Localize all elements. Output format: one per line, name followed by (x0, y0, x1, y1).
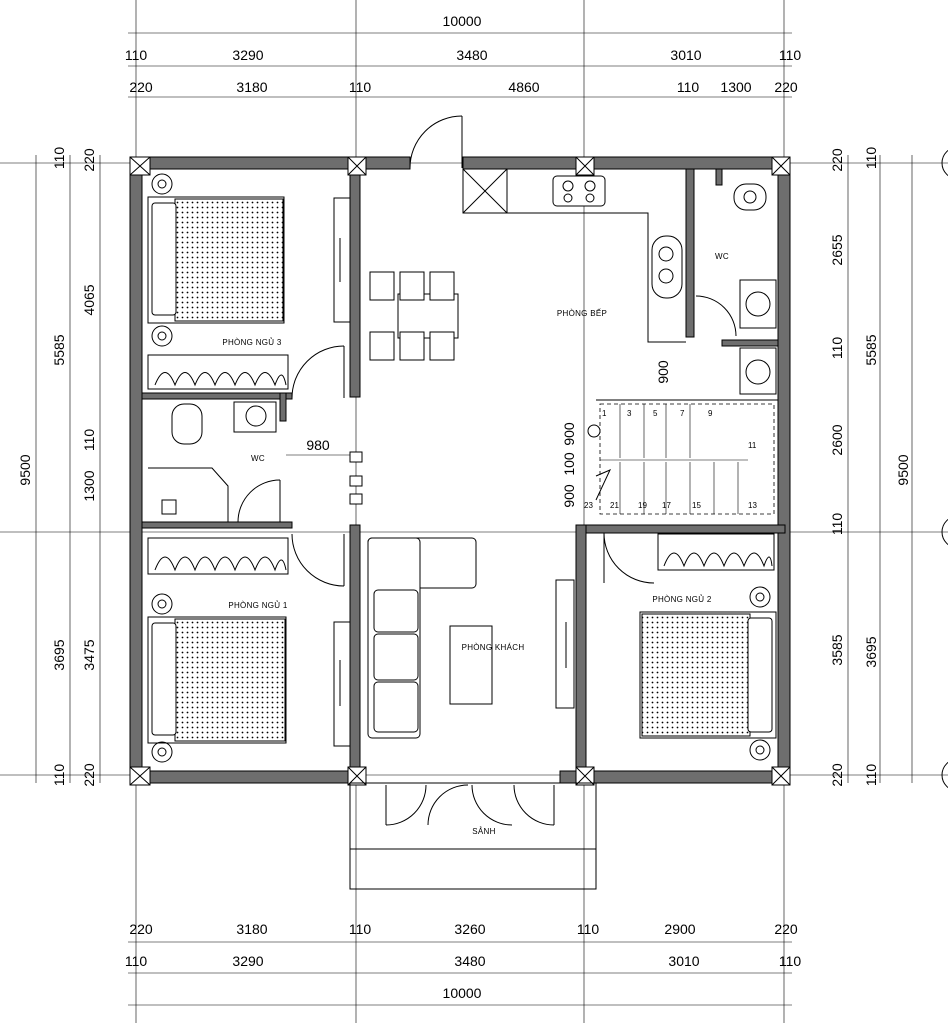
room-label-lobby: SẢNH (472, 827, 495, 836)
dim-right-inner-4: 2600 (829, 424, 845, 455)
dim-bot-r1-3: 3260 (454, 921, 485, 937)
stair-step-15: 15 (692, 501, 701, 510)
interior-dims: 980 900 900 100 900 (286, 360, 671, 508)
wc-right: WC (715, 183, 777, 395)
stair-step-11: 11 (748, 441, 757, 450)
stair-step-17: 17 (662, 501, 671, 510)
dim-right-inner-3: 110 (829, 337, 845, 360)
dim-bot-r1-2: 110 (349, 921, 372, 937)
room-label-bedroom-2: PHÒNG NGỦ 2 (652, 595, 712, 604)
dim-bot-overall: 10000 (443, 985, 482, 1001)
kitchen: PHÒNG BẾP (462, 168, 686, 343)
bedroom-3: PHÒNG NGỦ 3 (147, 173, 351, 390)
dim-top-r2-6: 220 (774, 79, 798, 95)
dim-bot-r1-4: 110 (577, 921, 600, 937)
dim-right-inner-0: 110 (863, 147, 879, 170)
right-dimensions: 110 220 2655 110 2600 110 3585 220 110 5… (829, 147, 913, 787)
stair-step-19: 19 (638, 501, 647, 510)
walls (129, 156, 791, 784)
dim-top-r2-5: 1300 (720, 79, 751, 95)
wc-left: WC (148, 401, 277, 522)
dim-interior-980: 980 (306, 437, 330, 453)
axis-markers (941, 149, 948, 789)
stair-step-7: 7 (680, 409, 685, 418)
dim-right-outer-1: 3695 (863, 636, 879, 667)
dim-bot-r1-6: 220 (774, 921, 798, 937)
room-label-bedroom-3: PHÒNG NGỦ 3 (222, 338, 282, 347)
dim-top-r2-0: 220 (129, 79, 153, 95)
dim-bot-r2-2: 3480 (454, 953, 485, 969)
stair-step-9: 9 (708, 409, 713, 418)
room-label-bedroom-1: PHÒNG NGỦ 1 (228, 601, 288, 610)
bottom-dimensions: 220 3180 110 3260 110 2900 220 110 3290 … (125, 921, 802, 1006)
dim-top-overall: 10000 (443, 13, 482, 29)
dim-bot-r2-1: 3290 (232, 953, 263, 969)
dim-interior-900a: 900 (655, 360, 671, 384)
dim-left-inner-1: 220 (81, 148, 97, 172)
dim-right-inner-5: 110 (829, 513, 845, 536)
dining-table (369, 271, 459, 361)
stair-step-23: 23 (584, 501, 593, 510)
room-label-wc-left: WC (251, 454, 265, 463)
dim-right-inner-7: 220 (829, 763, 845, 787)
dim-right-inner-1: 220 (829, 148, 845, 172)
bedroom-1: PHÒNG NGỦ 1 (147, 537, 351, 763)
stair-step-21: 21 (610, 501, 619, 510)
stair-step-13: 13 (748, 501, 757, 510)
dim-interior-100: 100 (561, 452, 577, 476)
dim-left-outer-1: 3695 (51, 639, 67, 670)
doors (237, 115, 737, 826)
dim-bot-r2-4: 110 (779, 953, 802, 969)
dim-left-inner-5: 3475 (81, 639, 97, 670)
dim-interior-900c: 900 (561, 484, 577, 508)
dim-top-r1-0: 110 (125, 47, 148, 63)
dim-left-inner-3: 110 (81, 429, 97, 452)
dim-top-r2-4: 110 (677, 79, 700, 95)
dim-left-overall: 9500 (17, 454, 33, 485)
dim-right-outer-0: 5585 (863, 334, 879, 365)
dim-right-inner-6: 3585 (829, 634, 845, 665)
lobby: SẢNH (349, 782, 597, 890)
dim-left-outer-0: 5585 (51, 334, 67, 365)
living-room: PHÒNG KHÁCH (367, 537, 575, 739)
dim-left-inner-2: 4065 (81, 284, 97, 315)
room-label-kitchen: PHÒNG BẾP (557, 308, 607, 318)
dim-bot-r2-0: 110 (125, 953, 148, 969)
dim-top-r2-1: 3180 (236, 79, 267, 95)
dim-bot-r1-5: 2900 (664, 921, 695, 937)
dim-left-inner-6: 220 (81, 763, 97, 787)
dim-top-r2-3: 4860 (508, 79, 539, 95)
stair-step-1: 1 (602, 409, 607, 418)
dim-right-inner-2: 2655 (829, 234, 845, 265)
dim-left-inner-0: 110 (51, 147, 67, 170)
stairs: 1 3 5 7 9 11 13 15 17 19 21 23 (584, 399, 779, 520)
dim-left-inner-4: 1300 (81, 470, 97, 501)
dim-top-r1-1: 3290 (232, 47, 263, 63)
dim-left-inner-7: 110 (51, 764, 67, 787)
room-label-living: PHÒNG KHÁCH (462, 643, 525, 652)
dim-top-r2-2: 110 (349, 79, 372, 95)
dim-right-inner-8: 110 (863, 764, 879, 787)
top-dimensions: 10000 110 3290 3480 3010 110 220 3180 11… (125, 13, 802, 98)
dim-top-r1-4: 110 (779, 47, 802, 63)
columns (129, 156, 791, 786)
room-label-wc-right: WC (715, 252, 729, 261)
left-dimensions: 9500 5585 3695 110 220 4065 110 1300 347… (17, 147, 101, 787)
dim-interior-900b: 900 (561, 422, 577, 446)
bedroom-2: PHÒNG NGỦ 2 (639, 533, 777, 761)
dim-bot-r1-1: 3180 (236, 921, 267, 937)
stair-step-5: 5 (653, 409, 658, 418)
dim-right-overall: 9500 (895, 454, 911, 485)
dim-bot-r1-0: 220 (129, 921, 153, 937)
stair-step-3: 3 (627, 409, 632, 418)
dim-bot-r2-3: 3010 (668, 953, 699, 969)
dim-top-r1-2: 3480 (456, 47, 487, 63)
dim-top-r1-3: 3010 (670, 47, 701, 63)
